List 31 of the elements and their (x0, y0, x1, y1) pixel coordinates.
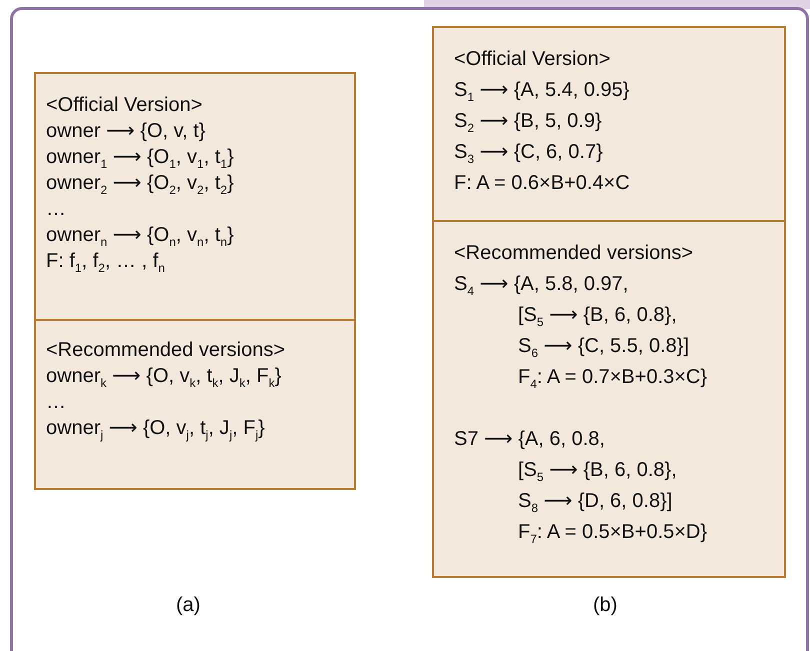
formula-line: F: A = 0.6×B+0.4×C (454, 171, 630, 196)
formula-line: [S$_{5}$ ⟶ {B, 6, 0.8}, (518, 458, 677, 486)
formula-line: … (46, 390, 66, 415)
section-heading: <Recommended versions> (454, 241, 694, 266)
formula-line: [S$_{5}$ ⟶ {B, 6, 0.8}, (518, 303, 677, 331)
text-panel (34, 72, 356, 321)
formula-line: owner$_{n}$ ⟶ {O$_{n}$, v$_{n}$, t$_{n}$} (46, 223, 234, 248)
formula-line: S7 ⟶ {A, 6, 0.8, (454, 427, 605, 452)
section-heading: <Recommended versions> (46, 338, 286, 363)
formula-line: S$_{1}$ ⟶ {A, 5.4, 0.95} (454, 78, 630, 106)
section-heading: <Official Version> (454, 47, 610, 72)
panel-caption: (b) (593, 594, 618, 617)
formula-line: owner ⟶ {O, v, t} (46, 119, 206, 144)
formula-line: owner$_{2}$ ⟶ {O$_{2}$, v$_{2}$, t$_{2}$} (46, 171, 234, 196)
formula-line: S$_{8}$ ⟶ {D, 6, 0.8}] (518, 489, 672, 517)
formula-line: … (46, 197, 66, 222)
section-heading: <Official Version> (46, 93, 202, 118)
formula-line: F$_{7}$: A = 0.5×B+0.5×D} (518, 520, 708, 548)
formula-line: owner$_{1}$ ⟶ {O$_{1}$, v$_{1}$, t$_{1}$} (46, 145, 234, 170)
formula-line: F: f$_{1}$, f$_{2}$, … , f$_{n}$ (46, 249, 165, 274)
formula-line: S$_{6}$ ⟶ {C, 5.5, 0.8}] (518, 334, 690, 362)
text-panel (34, 319, 356, 490)
formula-line: F$_{4}$: A = 0.7×B+0.3×C} (518, 365, 708, 393)
text-panel (432, 220, 786, 578)
formula-line: owner$_{k}$ ⟶ {O, v$_{k}$, t$_{k}$, J$_{k}$, F$_{k}$} (46, 364, 282, 389)
formula-line: owner$_{j}$ ⟶ {O, v$_{j}$, t$_{j}$, J$_{j}$, F$_{j}$} (46, 416, 265, 441)
formula-line: S$_{4}$ ⟶ {A, 5.8, 0.97, (454, 272, 628, 300)
formula-line: S$_{3}$ ⟶ {C, 6, 0.7} (454, 140, 603, 168)
formula-line: S$_{2}$ ⟶ {B, 5, 0.9} (454, 109, 602, 137)
text-panel (432, 26, 786, 222)
panel-caption: (a) (176, 594, 200, 617)
